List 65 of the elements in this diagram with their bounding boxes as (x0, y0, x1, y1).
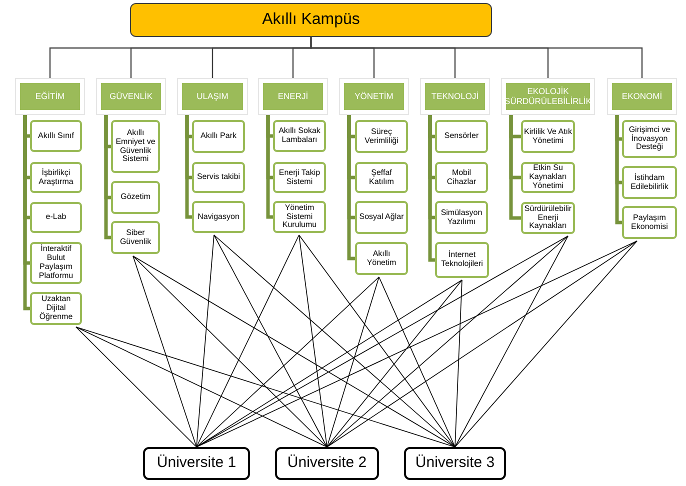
item-box: Siber Güvenlik (111, 221, 160, 254)
category-box: EKOLOJİK SÜRDÜRÜLEBİLİRLİK (506, 83, 590, 110)
item-box: Akıllı Park (192, 120, 245, 153)
item-box: Girişimci ve İnovasyon Desteği (622, 120, 677, 158)
item-box: Paylaşım Ekonomisi (622, 206, 677, 239)
connector-line (326, 240, 638, 448)
connector-line (214, 234, 328, 448)
item-box: Servis takibi (192, 162, 245, 193)
category-box: TEKNOLOJİ (425, 83, 485, 110)
connector-line (326, 280, 462, 448)
connector-line (132, 256, 328, 448)
category-box: EKONOMİ (612, 83, 672, 110)
connector-line (454, 236, 568, 448)
category-box: ENERJİ (263, 83, 323, 110)
title-box: Akıllı Kampüs (130, 3, 492, 37)
category-box: GÜVENLİK (101, 83, 161, 110)
connector-line (196, 234, 214, 448)
connector-line (454, 280, 462, 448)
item-box: Etkin Su Kaynakları Yönetimi (521, 162, 575, 193)
connector-line (76, 326, 197, 448)
connector-line (196, 236, 568, 448)
item-box: İstihdam Edilebilirlik (622, 166, 677, 199)
item-box: Kirlilik Ve Atık Yönetimi (521, 120, 575, 153)
connector-line (196, 240, 638, 448)
connector-line (76, 326, 456, 448)
connector-line (214, 234, 456, 448)
connector-line (76, 326, 328, 448)
connector-line (454, 240, 638, 448)
item-box: Enerji Takip Sistemi (273, 162, 326, 193)
connector-line (378, 276, 456, 448)
connector-line (326, 236, 568, 448)
item-box: Sosyal Ağlar (355, 201, 408, 234)
university-box: Üniversite 1 (143, 447, 250, 480)
item-box: Mobil Cihazlar (435, 162, 488, 193)
item-box: Yönetim Sistemi Kurulumu (273, 201, 326, 233)
connector-line (298, 234, 456, 448)
connector-line (132, 256, 456, 448)
category-box: YÖNETİM (344, 83, 404, 110)
item-box: Akıllı Yönetim (355, 242, 408, 275)
item-box: İnteraktif Bulut Paylaşım Platformu (30, 242, 82, 284)
item-box: Sensörler (435, 120, 488, 153)
item-box: Şeffaf Katılım (355, 162, 408, 193)
university-box: Üniversite 2 (275, 447, 379, 480)
connector-line (326, 276, 380, 448)
item-box: İnternet Teknolojileri (435, 242, 489, 278)
connector-line (310, 37, 643, 78)
item-box: Simülasyon Yazılımı (435, 201, 488, 234)
category-box: ULAŞIM (182, 83, 243, 110)
item-box: Akıllı Sokak Lambaları (273, 120, 326, 152)
university-box: Üniversite 3 (404, 447, 506, 480)
item-box: Süreç Verimliliği (355, 120, 408, 153)
item-box: Navigasyon (192, 201, 245, 233)
item-box: Gözetim (111, 181, 160, 214)
connector-line (196, 234, 300, 448)
connector-line (298, 234, 328, 448)
item-box: Uzaktan Dijital Öğrenme (30, 292, 82, 325)
item-box: Akıllı Sınıf (30, 120, 82, 152)
item-box: e-Lab (30, 202, 82, 233)
item-box: Sürdürülebilir Enerji Kaynakları (521, 202, 575, 234)
item-box: Akıllı Emniyet ve Güvenlik Sistemi (111, 120, 160, 173)
connector-line (132, 256, 197, 448)
category-box: EĞİTİM (20, 83, 80, 110)
item-box: İşbirlikçi Araştırma (30, 162, 82, 193)
connector-line (196, 280, 462, 448)
connector-line (196, 276, 380, 448)
